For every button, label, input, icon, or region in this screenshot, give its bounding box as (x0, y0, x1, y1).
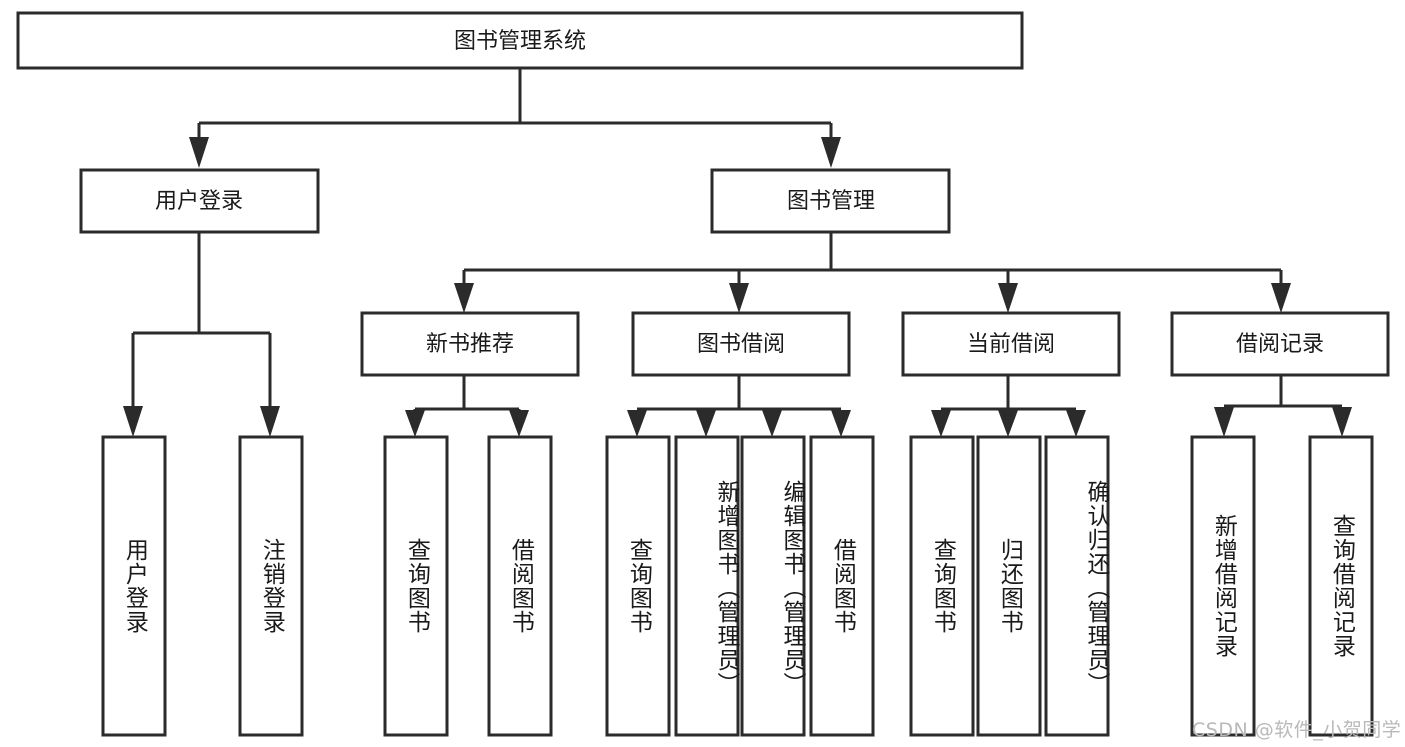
node-new-book-recommend-box[interactable] (360, 311, 580, 377)
leaf-box-borrow-book-2[interactable] (809, 435, 875, 737)
node-new-book-recommend-label: 新书推荐 (426, 332, 514, 357)
arrow-leaf-11 (1066, 410, 1086, 437)
arrow-leaf-6 (696, 410, 716, 437)
arrow-leaf-10 (998, 410, 1018, 437)
arrow-leaf-12 (1214, 407, 1234, 437)
arrow-leaf-13 (1332, 407, 1352, 437)
connector-user-login-to-leaves (123, 232, 280, 437)
leaf-box-user-login[interactable] (101, 435, 167, 737)
node-book-management-label: 图书管理 (787, 189, 875, 214)
connector-record-to-leaves (1214, 375, 1352, 437)
connector-root-to-level2 (189, 68, 841, 168)
node-user-login-label: 用户登录 (155, 189, 243, 214)
node-current-borrow-box[interactable] (901, 311, 1121, 377)
csdn-watermark: CSDN @软件_小贺同学 (1192, 719, 1402, 741)
arrow-leaf-1 (123, 406, 143, 437)
arrow-leaf-3 (405, 410, 425, 437)
connector-new-book-to-leaves (405, 375, 529, 437)
arrow-leaf-8 (831, 410, 851, 437)
node-user-login[interactable]: 用户登录 (79, 168, 320, 234)
leaf-node-group (101, 435, 1374, 737)
connector-book-mgmt-to-level3 (454, 232, 1291, 313)
leaf-box-add-book-admin[interactable] (674, 435, 740, 737)
node-book-management-box[interactable] (710, 168, 951, 234)
node-root[interactable]: 图书管理系统 (16, 11, 1024, 70)
arrow-l3-borrow (729, 283, 749, 313)
leaf-box-query-book-3[interactable] (909, 435, 975, 737)
arrow-leaf-4 (509, 410, 529, 437)
arrow-leaf-7 (762, 410, 782, 437)
arrow-to-user-login (189, 137, 209, 168)
leaf-box-confirm-return-admin[interactable] (1044, 435, 1110, 737)
leaf-box-query-record[interactable] (1308, 435, 1374, 737)
node-borrow-record-box[interactable] (1170, 311, 1390, 377)
connector-borrow-to-leaves (627, 375, 851, 437)
node-new-book-recommend[interactable]: 新书推荐 (360, 311, 580, 377)
node-root-box[interactable] (16, 11, 1024, 70)
arrow-leaf-2 (260, 406, 280, 437)
arrow-l3-new-book (454, 283, 474, 313)
node-book-borrow-box[interactable] (631, 311, 851, 377)
leaf-box-borrow-book-1[interactable] (487, 435, 553, 737)
arrow-to-book-mgmt (821, 137, 841, 168)
node-user-login-box[interactable] (79, 168, 320, 234)
node-book-borrow[interactable]: 图书借阅 (631, 311, 851, 377)
leaf-box-edit-book-admin[interactable] (740, 435, 806, 737)
leaf-box-logout[interactable] (238, 435, 304, 737)
leaf-box-query-book-2[interactable] (605, 435, 671, 737)
node-current-borrow[interactable]: 当前借阅 (901, 311, 1121, 377)
connector-current-to-leaves (931, 375, 1086, 437)
node-book-borrow-label: 图书借阅 (697, 332, 785, 357)
node-book-management[interactable]: 图书管理 (710, 168, 951, 234)
node-root-label: 图书管理系统 (454, 29, 586, 54)
leaf-box-query-book-1[interactable] (383, 435, 449, 737)
node-borrow-record-label: 借阅记录 (1236, 332, 1324, 357)
leaf-box-return-book[interactable] (976, 435, 1042, 737)
arrow-l3-record (1271, 283, 1291, 313)
arrow-leaf-9 (931, 410, 951, 437)
arrow-l3-current (998, 283, 1018, 313)
leaf-box-add-record[interactable] (1190, 435, 1256, 737)
arrow-leaf-5 (627, 410, 647, 437)
node-borrow-record[interactable]: 借阅记录 (1170, 311, 1390, 377)
node-current-borrow-label: 当前借阅 (967, 332, 1055, 357)
